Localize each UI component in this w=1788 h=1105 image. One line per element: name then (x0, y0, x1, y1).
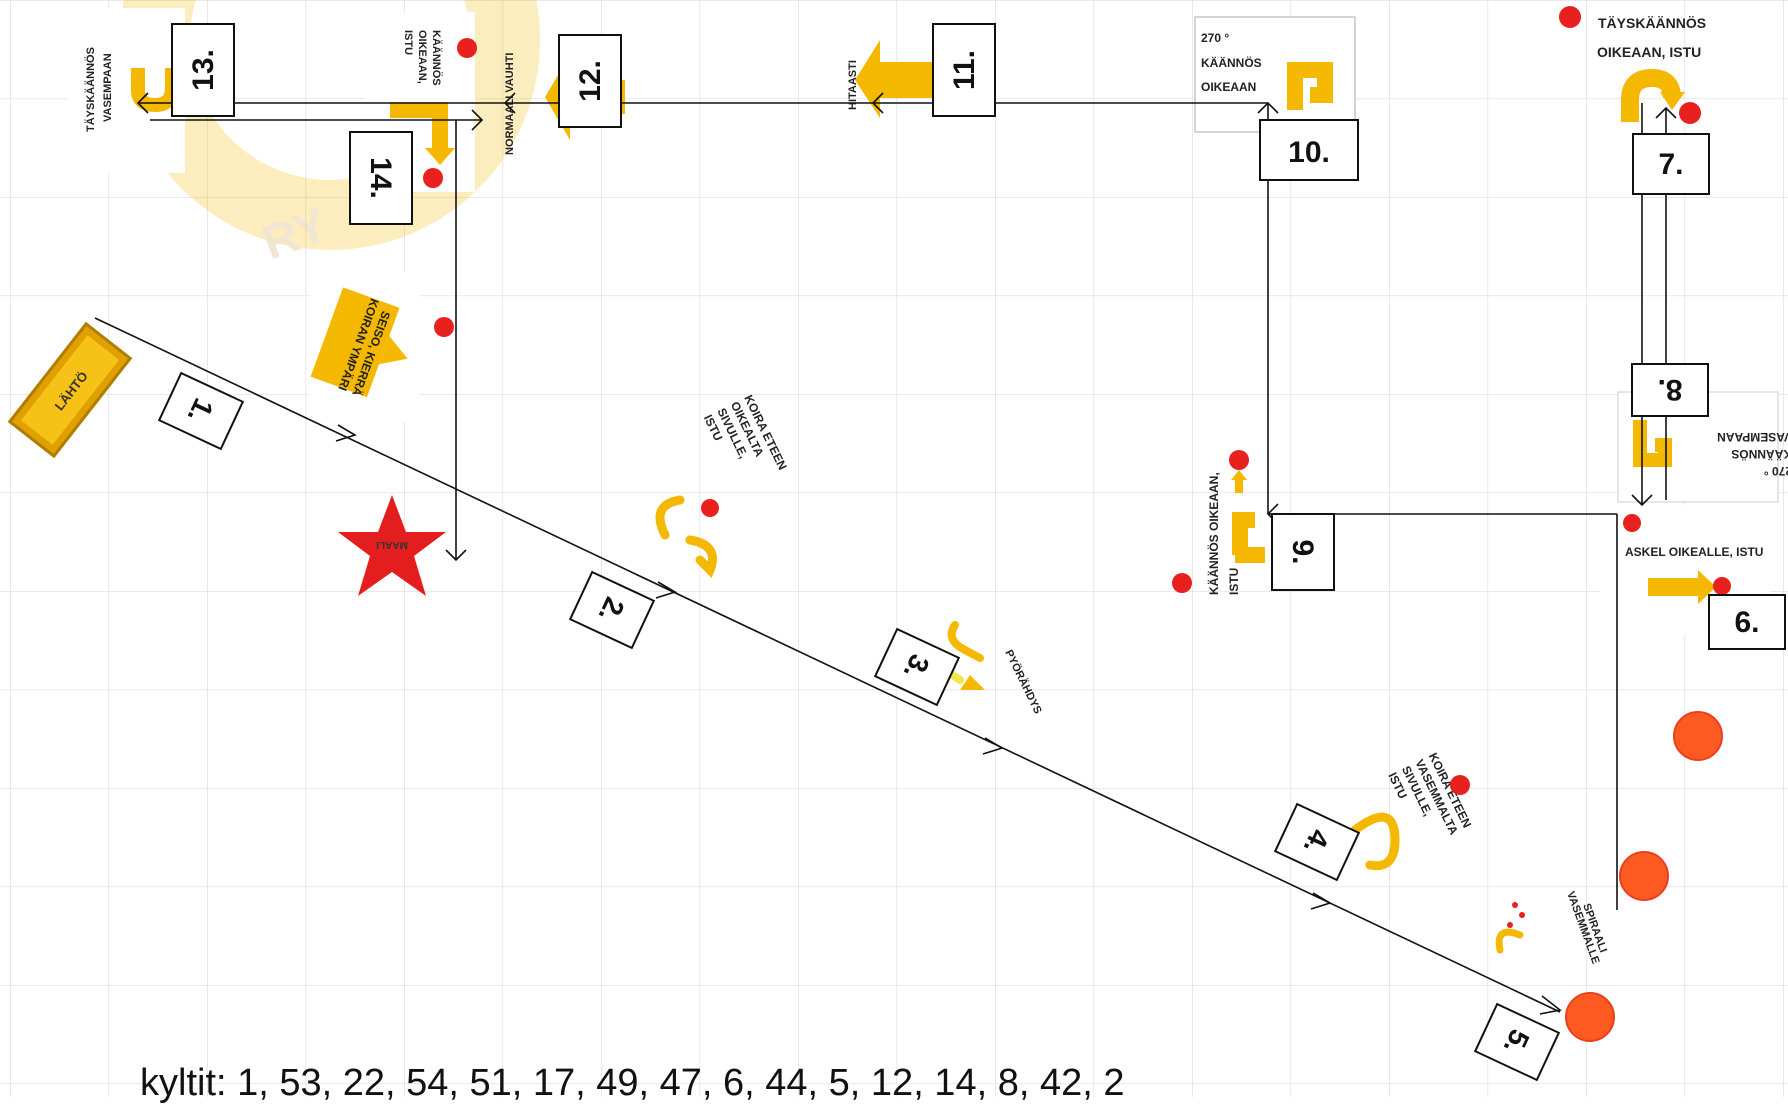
cone-3 (1565, 992, 1615, 1042)
sign-k270-oik-line1: 270 ° (1201, 31, 1229, 45)
route-segment (94, 317, 1561, 1013)
stop-icon (423, 168, 443, 188)
arrowhead (1539, 995, 1562, 1015)
cone-1 (1673, 711, 1723, 761)
stop-icon (1713, 577, 1731, 595)
route-lines (94, 102, 1667, 1013)
station-4: 4. (1273, 802, 1361, 882)
stop-icon (1623, 514, 1641, 532)
sign-kaannos-oikeaan-14: KÄÄNNÖS OIKEAAN, ISTU (365, 12, 477, 192)
sign-taysk-oik-line1: TÄYSKÄÄNNÖS (1598, 15, 1706, 31)
station-7-label: 7. (1658, 148, 1683, 181)
station-6-label: 6. (1734, 606, 1759, 639)
sign-taysk-oik-line2: OIKEAAN, ISTU (1597, 44, 1701, 60)
station-6: 6. (1708, 594, 1786, 650)
station-11-label: 11. (948, 50, 981, 90)
sign-k270-vas-line1: 270 ° (1764, 464, 1788, 478)
sign-kaannos-oik-istu-line3: ISTU (402, 30, 414, 55)
sign-list-caption: kyltit: 1, 53, 22, 54, 51, 17, 49, 47, 6… (140, 1062, 1125, 1104)
station-7: 7. (1632, 133, 1710, 195)
station-13: 13. (171, 23, 235, 117)
station-8: 8. (1631, 363, 1709, 417)
arrowhead (655, 581, 677, 599)
sign-tayskaannos-vasempaan: TÄYSKÄÄNNÖS VASEMPAAN (68, 8, 185, 173)
arrowhead (1655, 106, 1677, 119)
arrowhead (871, 92, 884, 114)
arrowhead (1310, 892, 1332, 910)
station-14-label: 14. (364, 157, 397, 199)
station-11: 11. (932, 23, 996, 117)
sign-k270-oik-line3: OIKEAAN (1201, 80, 1256, 94)
station-9-label: 9. (1286, 539, 1319, 564)
station-14: 14. (349, 131, 413, 225)
stop-icon (1450, 775, 1470, 795)
station-3: 3. (873, 627, 961, 707)
sign-270-oikeaan: 270 ° KÄÄNNÖS OIKEAAN (1194, 16, 1356, 133)
station-9: 9. (1271, 513, 1335, 591)
stop-icon (1559, 6, 1581, 28)
sign-kaannos-oik-line1: KÄÄNNÖS OIKEAAN, (1206, 472, 1221, 595)
station-12: 12. (558, 34, 622, 128)
sign-hitaasti: HITAASTI (847, 40, 940, 118)
sign-k270-vas-line3: VASEMPAAN (1717, 430, 1788, 444)
sign-k270-vas-line2: KÄÄNNÖS (1731, 447, 1788, 462)
station-13-label: 13. (187, 49, 220, 91)
sign-hitaasti-label: HITAASTI (847, 60, 859, 110)
sign-askel-label: ASKEL OIKEALLE, ISTU (1625, 545, 1763, 559)
stop-icon (434, 317, 454, 337)
finish-star: MAALI (338, 495, 446, 596)
sign-kaannos-oik-istu-line2: OIKEAAN, (416, 30, 428, 84)
stop-icon (457, 38, 477, 58)
arrowhead (136, 92, 149, 114)
station-10: 10. (1259, 119, 1359, 181)
arrowhead (1631, 494, 1653, 507)
arrowhead (982, 737, 1004, 755)
arrowhead (1257, 101, 1279, 114)
station-5: 5. (1473, 1002, 1561, 1082)
station-8-label: 8. (1657, 373, 1682, 406)
station-1: 1. (157, 371, 245, 451)
stop-icon (1172, 573, 1192, 593)
arrowhead (445, 549, 467, 562)
sign-taysk-vas-line2: VASEMPAAN (102, 53, 114, 122)
stop-icon (1679, 102, 1701, 124)
sign-kaannos-oik-istu-line1: KÄÄNNÖS (430, 30, 443, 86)
stop-icon (701, 499, 719, 517)
sign-k270-oik-line2: KÄÄNNÖS (1201, 55, 1262, 70)
station-10-label: 10. (1288, 136, 1330, 169)
sign-tayskaannos-oikeaan: TÄYSKÄÄNNÖS OIKEAAN, ISTU (1559, 6, 1706, 124)
finish-label: MAALI (376, 539, 408, 550)
arrowhead (335, 424, 357, 442)
start-sign: LÄHTÖ (7, 321, 133, 459)
station-2: 2. (568, 570, 656, 650)
cone-2 (1619, 851, 1669, 901)
station-12-label: 12. (574, 60, 607, 102)
sign-taysk-vas-line1: TÄYSKÄÄNNÖS (84, 47, 97, 132)
sign-kaannos-oik-line2: ISTU (1227, 568, 1241, 595)
sign-seiso-kierra: SEISO, KIERRÄ KOIRAN YMPÄRI (310, 272, 454, 422)
stop-icon (1229, 450, 1249, 470)
sign-kaannos-oikeaan-9: KÄÄNNÖS OIKEAAN, ISTU (1172, 450, 1265, 595)
arrowhead (471, 109, 484, 131)
arrowhead (503, 92, 516, 114)
